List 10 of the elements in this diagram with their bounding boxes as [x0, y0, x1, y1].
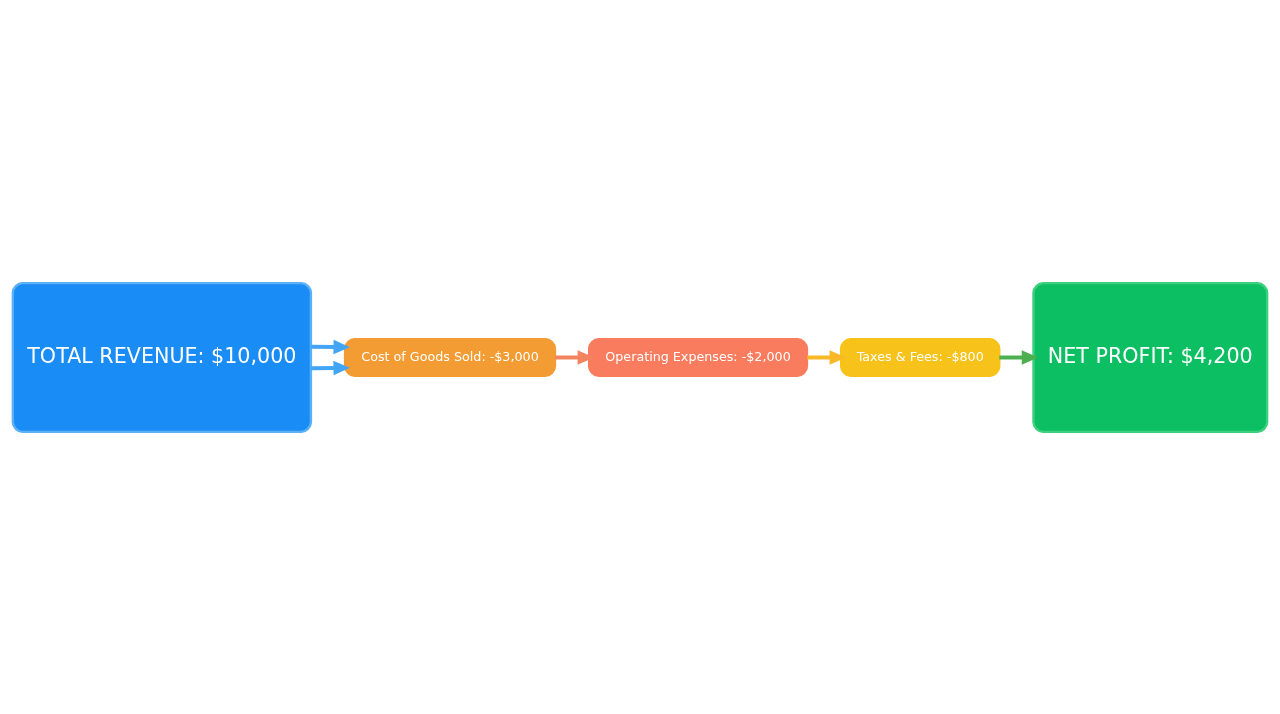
- arrow: [311, 339, 350, 354]
- arrow: [999, 349, 1039, 365]
- node-box: Taxes & Fees: -$800: [839, 337, 1001, 377]
- arrow: [554, 349, 595, 365]
- node-box: Operating Expenses: -$2,000: [587, 337, 809, 377]
- arrow: [311, 360, 350, 375]
- node-box: NET PROFIT: $4,200: [1032, 281, 1269, 433]
- node-box: TOTAL REVENUE: $10,000: [11, 281, 313, 433]
- arrow: [807, 349, 847, 365]
- node-box: Cost of Goods Sold: -$3,000: [343, 337, 557, 377]
